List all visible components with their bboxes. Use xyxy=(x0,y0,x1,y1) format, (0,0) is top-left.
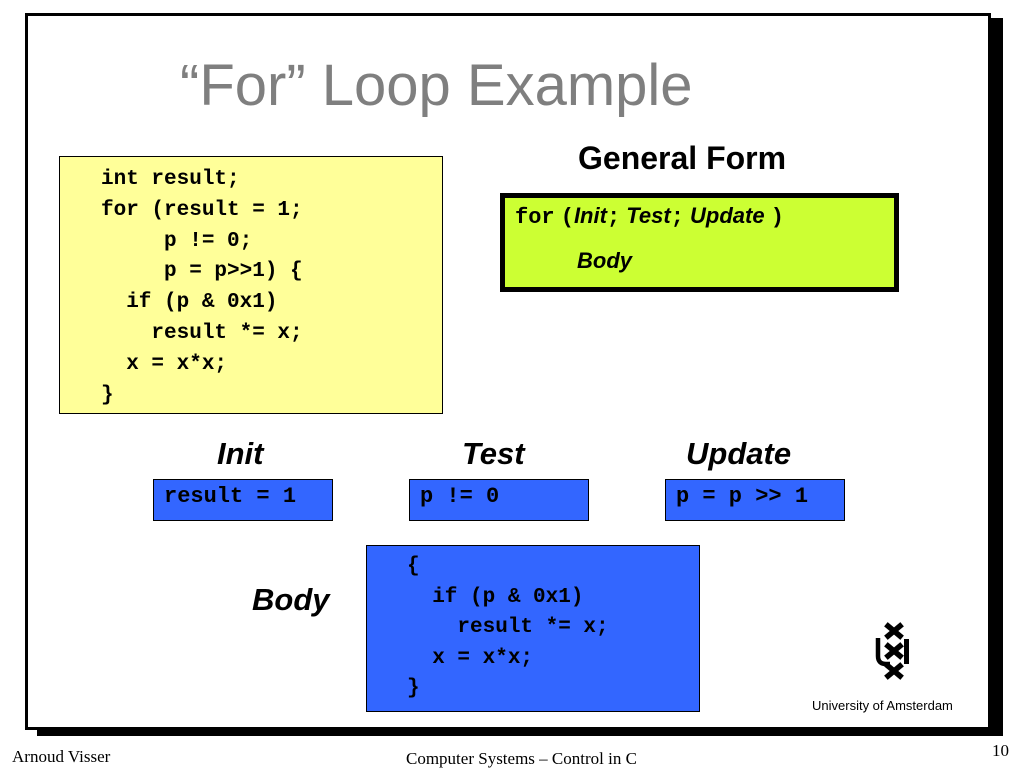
separator-2: ; xyxy=(670,205,684,230)
update-code: p = p >> 1 xyxy=(676,484,809,509)
test-placeholder: Test xyxy=(626,203,671,228)
update-placeholder: Update xyxy=(690,203,765,228)
body-label: Body xyxy=(252,582,330,617)
init-box: result = 1 xyxy=(153,479,333,521)
general-form-heading: General Form xyxy=(578,140,787,176)
slide-title: “For” Loop Example xyxy=(180,53,693,118)
test-box: p != 0 xyxy=(409,479,589,521)
test-label: Test xyxy=(462,436,525,471)
uva-logo-icon xyxy=(872,620,920,686)
footer-course: Computer Systems – Control in C xyxy=(406,749,637,768)
footer-author: Arnoud Visser xyxy=(12,747,111,766)
init-label: Init xyxy=(217,436,264,471)
body-code: { if (p & 0x1) result *= x; x = x*x; } xyxy=(407,555,609,700)
general-form-box xyxy=(505,198,894,287)
separator-1: ; xyxy=(606,205,621,230)
code-example-box: int result; for (result = 1; p != 0; p =… xyxy=(59,156,443,414)
open-paren: ( xyxy=(560,205,574,230)
body-placeholder: Body xyxy=(577,248,632,273)
page-number: 10 xyxy=(992,741,1009,760)
init-placeholder: Init xyxy=(573,203,607,228)
update-box: p = p >> 1 xyxy=(665,479,845,521)
code-example: int result; for (result = 1; p != 0; p =… xyxy=(101,168,303,407)
update-label: Update xyxy=(686,436,792,471)
test-code: p != 0 xyxy=(420,484,500,509)
body-box: { if (p & 0x1) result *= x; x = x*x; } xyxy=(366,545,700,712)
init-code: result = 1 xyxy=(164,484,297,509)
close-paren: ) xyxy=(770,205,784,230)
general-form-header-line: for (Init; Test; Update ) xyxy=(515,203,784,230)
for-keyword: for xyxy=(515,205,555,230)
university-name: University of Amsterdam xyxy=(812,698,953,713)
